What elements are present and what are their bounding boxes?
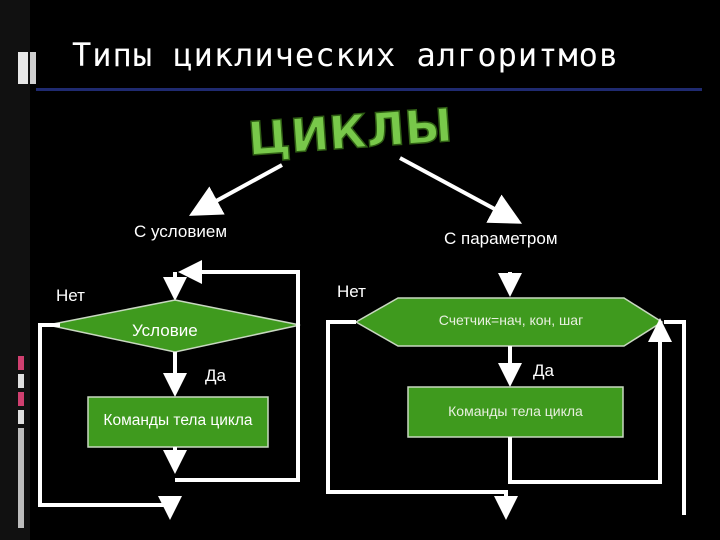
wordart-cycles: ЦИКЛЫ [246,98,454,166]
arrow-to-param-loop [399,156,523,224]
left-stripe-white-3 [18,428,24,528]
left-no-exit-line [38,323,182,520]
right-no-label: Нет [337,282,366,301]
branch-label-parameter: С параметром [444,229,558,248]
left-stripe-white-2 [18,410,24,424]
title-underline [36,88,702,91]
left-body-label: Команды тела цикла [103,412,253,429]
condition-label: Условие [132,321,198,340]
right-yes-label: Да [533,361,554,380]
right-no-exit-line [326,320,518,520]
left-accent-bar-2 [30,52,36,84]
arrow-to-condition-loop [188,163,283,216]
left-body-box [87,396,269,448]
branch-label-condition: С условием [134,222,228,241]
left-edge-band [0,0,30,540]
left-loop-back-line [175,260,300,482]
counter-label: Счетчик=нач, кон, шаг [438,312,584,328]
right-body-box [407,386,624,438]
left-stripe-pink-1 [18,356,24,370]
left-yes-label: Да [205,366,226,385]
right-outer-bracket [664,320,686,515]
left-stripe-pink-2 [18,392,24,406]
right-body-label: Команды тела цикла [448,403,583,419]
left-accent-bar-1 [18,52,28,84]
left-no-label: Нет [56,286,85,305]
left-stripe-white-1 [18,374,24,388]
slide-title: Типы циклических алгоритмов [72,36,620,74]
right-loop-back-line [508,318,672,484]
